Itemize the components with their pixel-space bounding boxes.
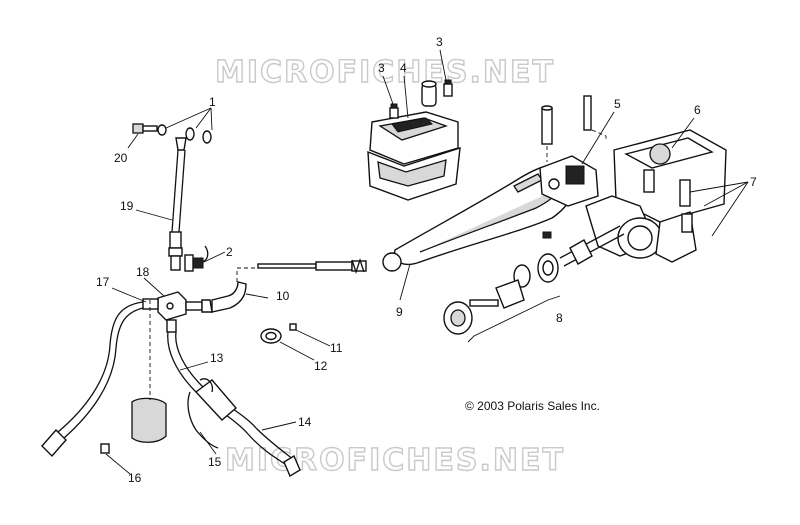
callout-1: 1 bbox=[209, 95, 216, 109]
callout-9: 9 bbox=[396, 305, 403, 319]
cover-plug bbox=[421, 80, 437, 107]
brake-hose-13-14 bbox=[166, 319, 301, 478]
copyright-notice: © 2003 Polaris Sales Inc. bbox=[465, 399, 600, 413]
lever-pin bbox=[583, 95, 592, 131]
banjo-bolt-20 bbox=[132, 123, 212, 144]
callout-11: 11 bbox=[330, 341, 343, 355]
callout-6: 6 bbox=[694, 103, 701, 117]
callout-labels: 1 2 3 3 4 5 6 7 8 9 10 11 12 13 14 15 16… bbox=[96, 35, 757, 485]
brake-hose-19 bbox=[168, 137, 187, 271]
watermark-top: MICROFICHES.NET bbox=[215, 55, 555, 90]
leader-lines bbox=[105, 49, 749, 475]
callout-10: 10 bbox=[276, 289, 290, 303]
brake-switch-2 bbox=[184, 245, 209, 272]
brake-line-assembly bbox=[41, 123, 301, 478]
callout-2: 2 bbox=[226, 245, 233, 259]
piston-kit-8 bbox=[443, 225, 625, 343]
junction-block-18 bbox=[157, 291, 187, 321]
callout-16: 16 bbox=[128, 471, 142, 485]
brake-hose-10 bbox=[185, 281, 247, 313]
brake-lever-9 bbox=[382, 95, 607, 272]
clip-15 bbox=[187, 391, 219, 449]
lever-pivot-5 bbox=[539, 155, 599, 207]
callout-4: 4 bbox=[400, 61, 407, 75]
bracket-16 bbox=[100, 397, 167, 454]
cover-screws-3 bbox=[389, 79, 453, 119]
callout-14: 14 bbox=[298, 415, 312, 429]
callout-3a: 3 bbox=[378, 61, 385, 75]
push-rod bbox=[257, 257, 367, 275]
callout-19: 19 bbox=[120, 199, 134, 213]
callout-5: 5 bbox=[614, 97, 621, 111]
callout-17: 17 bbox=[96, 275, 110, 289]
callout-12: 12 bbox=[314, 359, 328, 373]
clamp-11-12 bbox=[260, 323, 297, 344]
pivot-pin bbox=[541, 107, 553, 145]
watermark-bottom: MICROFICHES.NET bbox=[225, 443, 565, 478]
callout-15: 15 bbox=[208, 455, 222, 469]
reservoir-cover-4 bbox=[367, 79, 461, 201]
callout-8: 8 bbox=[556, 311, 563, 325]
callout-7: 7 bbox=[750, 175, 757, 189]
clamp-bolts-7 bbox=[643, 169, 693, 233]
callout-13: 13 bbox=[210, 351, 224, 365]
callout-20: 20 bbox=[114, 151, 128, 165]
callout-18: 18 bbox=[136, 265, 150, 279]
callout-3b: 3 bbox=[436, 35, 443, 49]
brake-hose-17 bbox=[41, 298, 159, 458]
master-cylinder-6 bbox=[585, 129, 727, 263]
